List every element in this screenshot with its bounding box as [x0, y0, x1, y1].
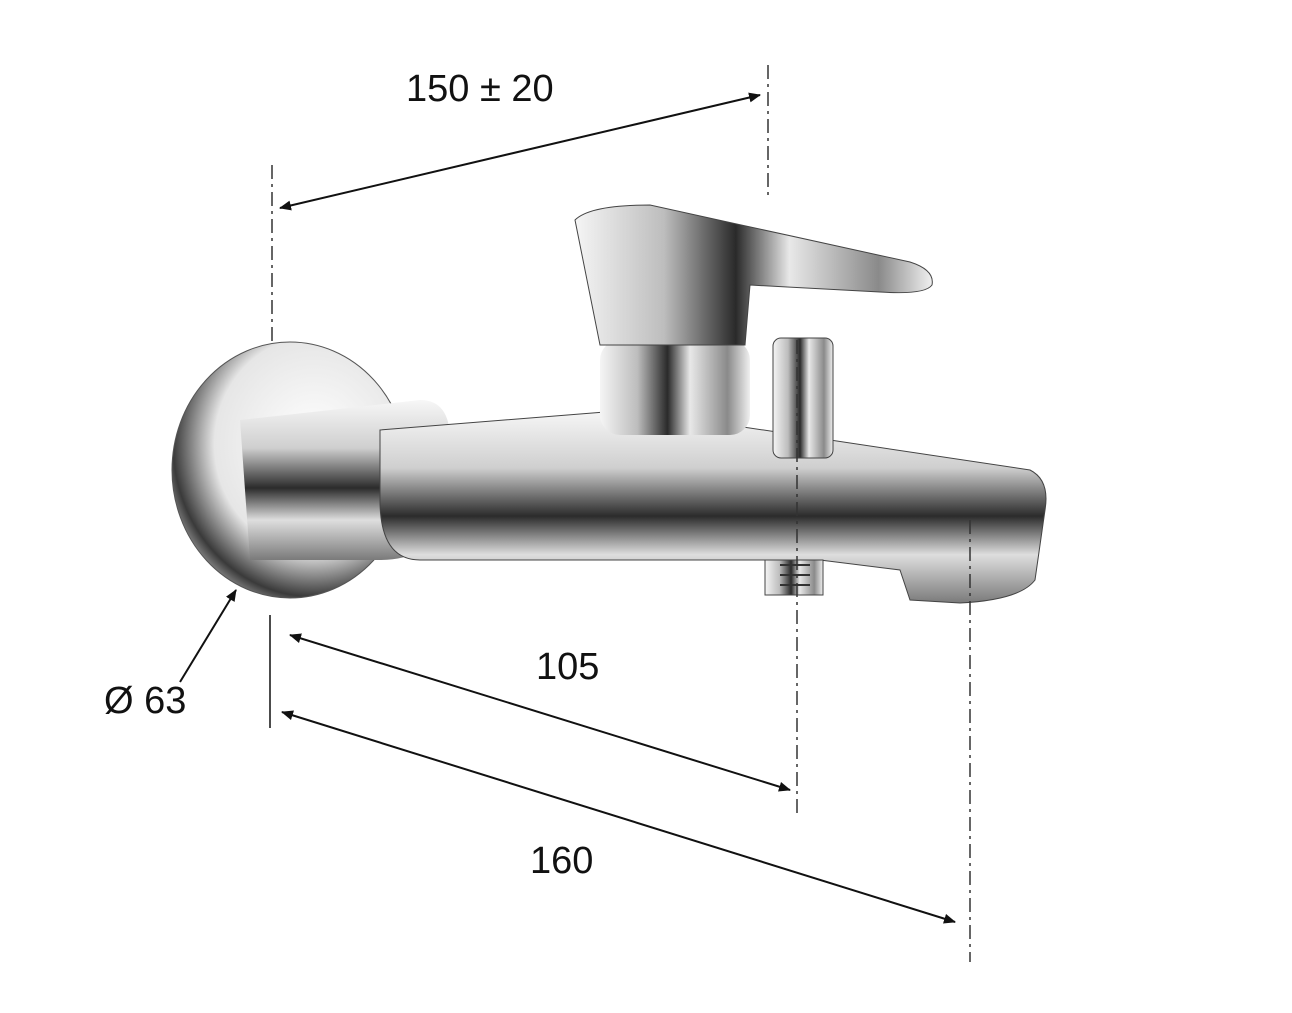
dimension-label-105: 105: [536, 646, 600, 688]
dimension-arrow-160: [281, 710, 956, 924]
mixer-body: [379, 409, 1047, 604]
dimension-label-160: 160: [530, 840, 594, 882]
lever-handle: [574, 204, 933, 346]
faucet-illustration: [171, 204, 1047, 604]
diverter-knob: [772, 337, 834, 459]
center-lines: [271, 65, 971, 962]
dimension-label-diameter: Ø 63: [104, 680, 187, 722]
dimension-arrow-diameter: [179, 589, 237, 683]
cartridge-housing: [600, 340, 750, 435]
dimension-arrow-150: [279, 92, 761, 211]
dimension-label-150: 150 ± 20: [406, 68, 554, 110]
